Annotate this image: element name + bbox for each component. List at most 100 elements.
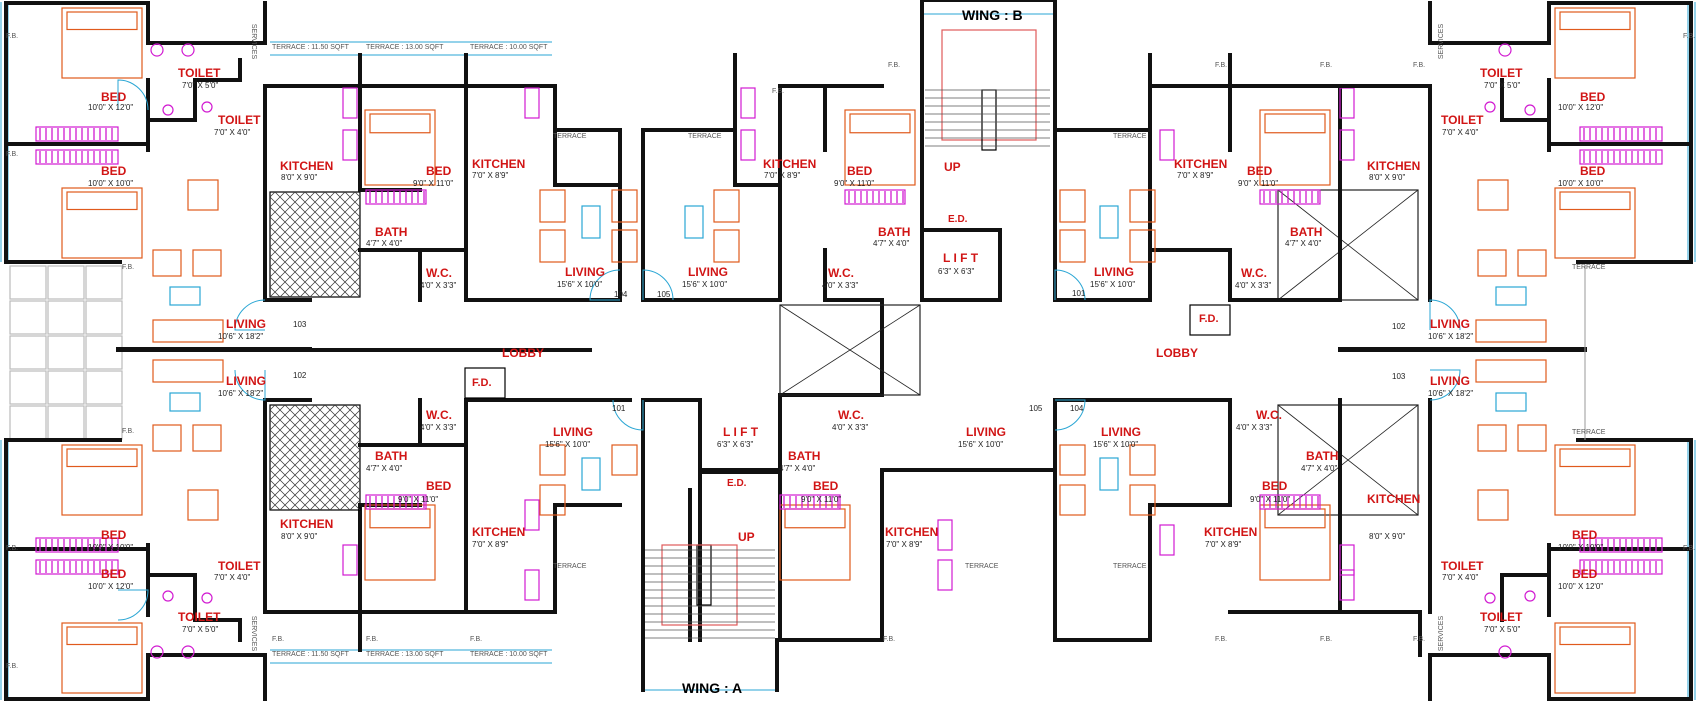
room-dim: 9'0" X 11'0" [413, 179, 454, 188]
unit-number: 105 [1029, 404, 1043, 413]
hatch-line [284, 404, 361, 481]
terrace-label: TERRACE [1572, 429, 1606, 436]
sofa [1129, 444, 1156, 476]
room-label-wc: W.C. [426, 266, 452, 280]
wardrobe [1259, 189, 1321, 205]
bed [1554, 187, 1636, 259]
room-dim: 4'7" X 4'0" [873, 239, 910, 248]
shaft-grid-cell [85, 335, 123, 370]
wardrobe [1579, 149, 1663, 165]
room-dim: 8'0" X 9'0" [1369, 173, 1406, 182]
room-label-living: LIVING [688, 265, 729, 279]
room-label-kitchen: KITCHEN [472, 157, 526, 171]
sofa [713, 189, 740, 223]
room-label-bed: BED [426, 479, 452, 493]
fixture [1339, 87, 1355, 119]
room-dim: 4'7" X 4'0" [1301, 464, 1338, 473]
wardrobe [35, 126, 119, 142]
hatch-line [324, 404, 361, 441]
cross-line [1277, 189, 1419, 301]
unit-number: 104 [614, 290, 628, 299]
terrace-label: TERRACE [688, 133, 722, 140]
stair-outline [941, 29, 1037, 141]
basin-fixture [1524, 590, 1536, 602]
room-label-kitchen: KITCHEN [1367, 159, 1421, 173]
bed [61, 622, 143, 694]
room-dim: 7'0" X 4'0" [214, 573, 251, 582]
sofa [152, 319, 224, 343]
bed [61, 187, 143, 259]
fb-label: F.B. [470, 636, 483, 643]
room-label-living: LIVING [966, 425, 1007, 439]
coffee-table [1099, 457, 1119, 491]
hatch-line [269, 191, 356, 278]
fixture [150, 43, 164, 57]
pillow [849, 113, 911, 134]
room-dim: 7'0" X 8'9" [1177, 171, 1214, 180]
hatch-line [269, 191, 346, 268]
door-swing [117, 589, 149, 621]
room-dim: 10'6" X 18'2" [218, 332, 264, 341]
room-label-toilet: TOILET [1480, 610, 1523, 624]
room-dim: 7'0" X 8'9" [472, 540, 509, 549]
fb-label: F.B. [6, 151, 19, 158]
room-label-living: LIVING [1094, 265, 1135, 279]
room-dim: 10'0" X 12'0" [88, 582, 134, 591]
room-dim: 7'0" X 8'9" [472, 171, 509, 180]
fixture [937, 559, 953, 591]
fb-label: F.B. [1215, 636, 1228, 643]
room-label-living: LIVING [226, 374, 267, 388]
fixture [524, 569, 540, 601]
fb-label: F.B. [6, 33, 19, 40]
room-dim: 8'0" X 9'0" [1369, 532, 1406, 541]
hatch-line [314, 191, 361, 238]
room-label-bed: BED [101, 90, 127, 104]
room-dim: 4'0" X 3'3" [822, 281, 859, 290]
coffee-table [581, 457, 601, 491]
unit-number: 103 [293, 320, 307, 329]
room-dim: 7'0" X 8'9" [886, 540, 923, 549]
room-dim: 4'7" X 4'0" [1285, 239, 1322, 248]
shaft-grid-cell [85, 265, 123, 300]
lobby-label: LOBBY [502, 346, 544, 360]
terrace-area-label: TERRACE : 13.00 SQFT [366, 44, 444, 51]
hatch-line [274, 191, 361, 278]
fixture [524, 499, 540, 531]
shaft-grid-cell [9, 405, 47, 440]
fixture [740, 129, 756, 161]
room-dim: 10'0" X 10'0" [1558, 179, 1604, 188]
lift-label: L I F T [943, 251, 979, 265]
basin-fixture [201, 592, 213, 604]
fb-label: F.B. [1683, 33, 1696, 40]
wing-a-label: WING : A [682, 680, 743, 696]
hatch-line [354, 191, 361, 198]
hatch-line [274, 404, 361, 491]
pillow [784, 508, 846, 529]
sofa [1517, 424, 1547, 452]
sofa [1059, 189, 1086, 223]
stair-well [981, 89, 997, 151]
fixture [1159, 524, 1175, 556]
room-dim: 10'6" X 18'2" [1428, 332, 1474, 341]
pillow [66, 11, 138, 31]
fixture [342, 129, 358, 161]
sofa [611, 444, 638, 476]
room-dim: 8'0" X 9'0" [281, 532, 318, 541]
sofa [539, 444, 566, 476]
unit-number: 104 [1070, 404, 1084, 413]
sofa [539, 229, 566, 263]
wardrobe [35, 559, 119, 575]
room-dim: 10'6" X 18'2" [1428, 389, 1474, 398]
door-swing [1429, 299, 1461, 331]
room-label-kitchen: KITCHEN [280, 159, 334, 173]
room-dim: 7'0" X 5'0" [182, 625, 219, 634]
pillow [66, 448, 138, 468]
stair-up-label: UP [738, 530, 755, 544]
room-dim: 15'6" X 10'0" [557, 280, 603, 289]
terrace-label: TERRACE [965, 563, 999, 570]
hatch-line [269, 404, 306, 441]
unit-number: 102 [1392, 322, 1406, 331]
door-swing [1429, 369, 1461, 401]
